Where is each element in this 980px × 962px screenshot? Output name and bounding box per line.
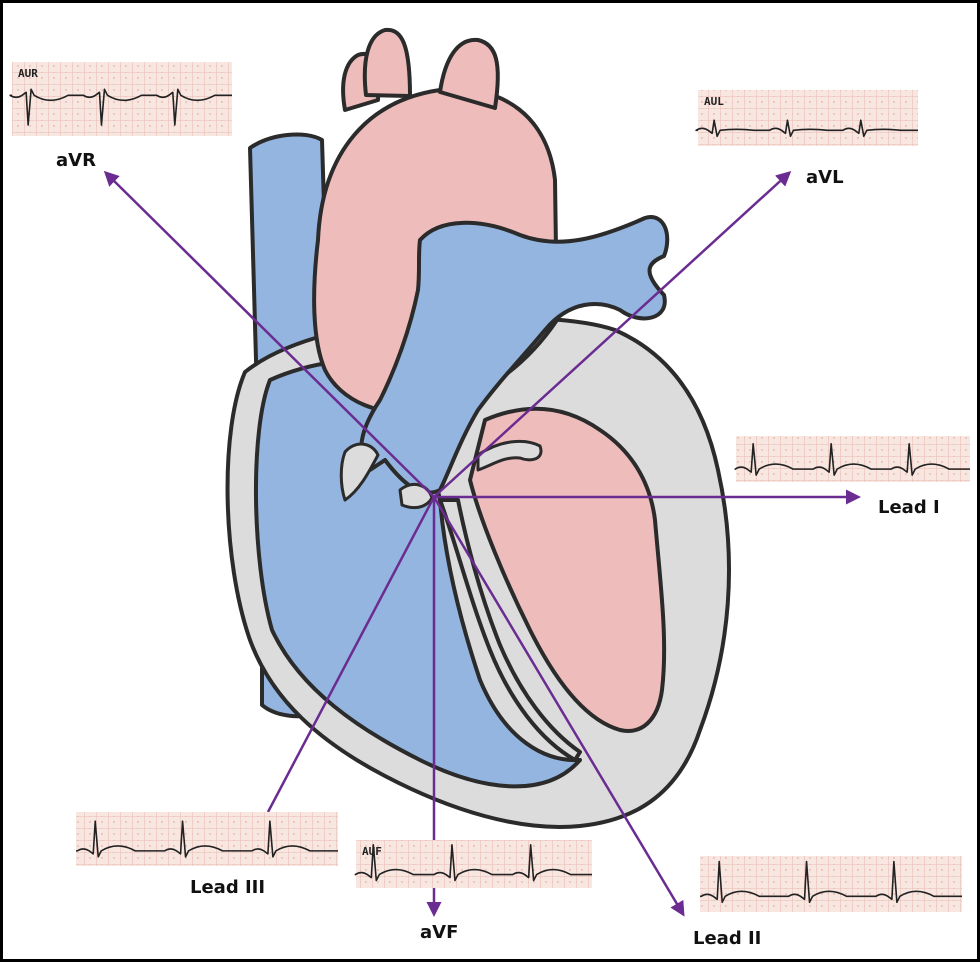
interventricular-septum [438,498,582,762]
ecg-strip-avf: AUF [354,840,592,888]
ecg-strip-lead1 [734,436,970,482]
ecg-grid-lead1 [736,436,970,482]
ecg-grid-lead2 [700,856,962,912]
label-lead-2: Lead II [693,928,761,949]
ecg-grid-avr [12,62,232,136]
lead-axes [103,170,861,917]
axis-avr [103,170,435,498]
ecg-strip-label-avr: AUR [18,67,38,80]
tricuspid-valve [398,482,434,510]
label-lead-3: Lead III [190,877,265,898]
ecg-trace-avr [9,88,232,126]
label-avr: aVR [56,150,96,171]
ecg-trace-lead1 [734,443,970,476]
aortic-valve [339,442,380,502]
axis-lead2 [432,496,685,917]
ecg-grid-lead3 [76,812,338,866]
label-lead-1: Lead I [878,497,940,518]
label-avf: aVF [420,922,458,943]
axis-lead3 [266,496,436,813]
ecg-grid-avl [698,90,918,146]
ecg-trace-lead3 [76,820,338,858]
ecg-trace-lead2 [700,860,962,904]
ecg-strip-label-avf: AUF [362,845,382,858]
ecg-strips: AUR AUL AUF [9,62,970,912]
ecg-strip-lead3 [76,812,338,866]
mitral-valve [476,439,543,472]
ecg-trace-avf [354,844,592,882]
lead-labels: aVR aVL Lead I Lead II aVF Lead III [56,150,940,949]
ecg-trace-avl [695,119,918,138]
label-avl: aVL [806,167,844,188]
ecg-strip-avl: AUL [695,90,918,146]
axis-avl [433,170,792,498]
ecg-strip-avr: AUR [9,62,232,136]
left-ventricle [468,406,667,733]
pulmonary-artery [359,215,670,495]
ecg-strip-lead2 [700,856,962,912]
subclavian-artery [438,37,500,110]
ecg-strip-label-avl: AUL [704,95,724,108]
ecg-grid-avf [356,840,592,888]
carotid-artery [362,27,412,98]
